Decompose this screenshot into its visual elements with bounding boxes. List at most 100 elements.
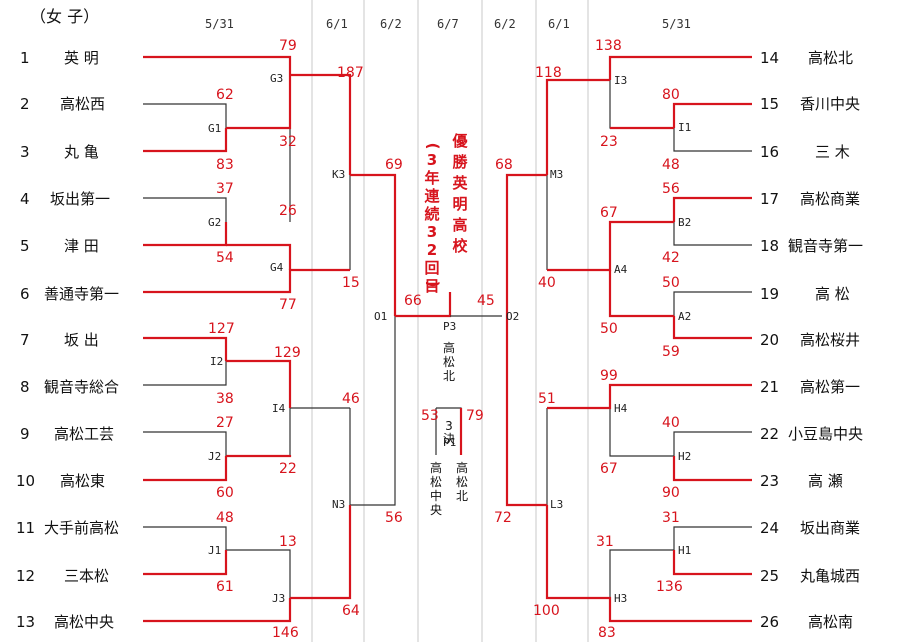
champion-note-char: 3 xyxy=(427,151,437,169)
date-round1-right: 5/31 xyxy=(662,17,691,31)
score: 56 xyxy=(662,181,680,197)
third-place-right-team-char: 高 xyxy=(456,460,468,475)
team-seed: 17 xyxy=(760,190,779,208)
score: 31 xyxy=(662,510,680,526)
third-place-label-char: 3 xyxy=(445,419,453,433)
team-seed: 23 xyxy=(760,472,779,490)
team-seed: 15 xyxy=(760,95,779,113)
third-place-left-team-char: 高 xyxy=(430,460,442,475)
date-round3-right: 6/2 xyxy=(494,17,516,31)
score: 83 xyxy=(216,157,234,173)
team-name: 英 明 xyxy=(64,49,99,67)
team-seed: 11 xyxy=(16,519,35,537)
score: 13 xyxy=(279,534,297,550)
match-node: G2 xyxy=(208,216,221,229)
team-name: 高松第一 xyxy=(800,378,860,396)
champion-school-char: 高 xyxy=(452,216,467,234)
team-seed: 21 xyxy=(760,378,779,396)
match-node: P1 xyxy=(443,436,456,449)
match-node: J1 xyxy=(208,544,221,557)
score: 56 xyxy=(385,510,403,526)
champion-school-char: 優 xyxy=(451,132,468,150)
match-node: A4 xyxy=(614,263,628,276)
score: 62 xyxy=(216,87,234,103)
third-place-right-team: 高松北 xyxy=(456,460,468,503)
team-seed: 4 xyxy=(20,190,30,208)
team-seed: 18 xyxy=(760,237,779,255)
team-seed: 13 xyxy=(16,613,35,631)
team-name: 坂出第一 xyxy=(50,190,110,208)
match-node: O1 xyxy=(374,310,387,323)
team-name: 高松中央 xyxy=(54,613,114,631)
score: 50 xyxy=(600,321,618,337)
date-round1-left: 5/31 xyxy=(205,17,234,31)
team-seed: 5 xyxy=(20,237,30,255)
score: 127 xyxy=(208,321,235,337)
match-node: H3 xyxy=(614,592,627,605)
left-scores: 79 62 83 32 187 37 26 54 77 15 69 127 12… xyxy=(208,38,422,641)
score: 26 xyxy=(279,203,297,219)
score: 80 xyxy=(662,87,680,103)
team-name: 大手前高松 xyxy=(44,519,119,537)
team-seed: 6 xyxy=(20,285,30,303)
match-node: G1 xyxy=(208,122,221,135)
score: 23 xyxy=(600,134,618,150)
team-name: 高 松 xyxy=(815,285,850,303)
match-node: O2 xyxy=(506,310,519,323)
finalist-name-char: 北 xyxy=(443,369,455,383)
score: 136 xyxy=(656,579,683,595)
score: 51 xyxy=(538,391,556,407)
match-node: L3 xyxy=(550,498,563,511)
score: 60 xyxy=(216,485,234,501)
score: 69 xyxy=(385,157,403,173)
left-bracket-lines xyxy=(143,103,396,599)
third-place-score: 53 xyxy=(421,408,439,424)
right-bracket-winners xyxy=(505,55,752,623)
team-seed: 8 xyxy=(20,378,30,396)
score: 83 xyxy=(598,625,616,641)
match-node: H1 xyxy=(678,544,691,557)
third-place-score: 79 xyxy=(466,408,484,424)
champion-school-char: 勝 xyxy=(452,153,468,171)
team-seed: 10 xyxy=(16,472,35,490)
champion-school-char: 明 xyxy=(452,195,467,213)
team-name: 高松西 xyxy=(60,95,105,113)
score: 32 xyxy=(279,134,297,150)
score: 66 xyxy=(404,293,422,309)
champion-note-char: 年 xyxy=(424,169,439,187)
team-seed: 9 xyxy=(20,425,30,443)
team-name: 高松工芸 xyxy=(54,425,114,443)
champion-note-char: 連 xyxy=(424,187,440,205)
champion-note-char: 続 xyxy=(424,205,439,223)
score: 100 xyxy=(533,603,560,619)
match-node: H4 xyxy=(614,402,628,415)
match-node: A2 xyxy=(678,310,691,323)
score: 37 xyxy=(216,181,234,197)
score: 31 xyxy=(596,534,614,550)
third-place-label-char: 決 xyxy=(443,432,455,446)
team-seed: 3 xyxy=(20,143,30,161)
left-bracket-winners xyxy=(143,55,452,623)
paren-close: ) xyxy=(424,281,442,288)
match-node: P3 xyxy=(443,320,456,333)
team-name: 善通寺第一 xyxy=(44,285,119,303)
score: 15 xyxy=(342,275,360,291)
team-name: 観音寺総合 xyxy=(44,378,119,396)
score: 40 xyxy=(662,415,680,431)
team-seed: 26 xyxy=(760,613,779,631)
team-seed: 12 xyxy=(16,567,35,585)
match-node: I2 xyxy=(210,355,223,368)
score: 40 xyxy=(538,275,556,291)
finalist-name-char: 松 xyxy=(443,355,455,369)
team-name: 丸亀城西 xyxy=(800,567,860,585)
date-final: 6/7 xyxy=(437,17,459,31)
match-node: G3 xyxy=(270,72,283,85)
team-name: 香川中央 xyxy=(800,95,860,113)
team-seed: 1 xyxy=(20,49,30,67)
team-name: 高松北 xyxy=(808,49,853,67)
team-name: 坂 出 xyxy=(64,331,99,349)
team-seed: 19 xyxy=(760,285,779,303)
